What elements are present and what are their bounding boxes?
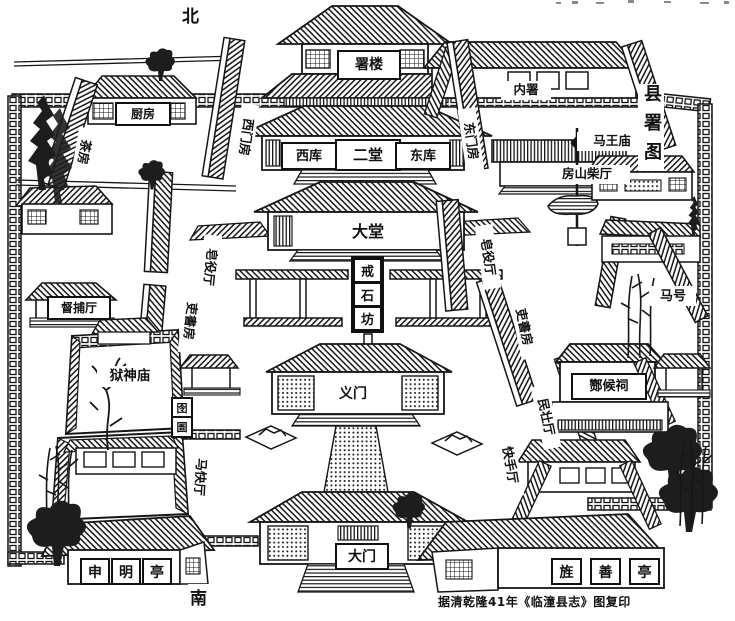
map-title: 县署图 [638,84,664,171]
jieshi-char-3: 坊 [355,308,380,329]
jieshi-char-1: 戒 [355,260,380,281]
label-jieshi-arch: 戒 石 坊 [351,256,384,333]
label-horse-king-temple: 马王庙 [577,132,647,151]
label-supervise-hall: 督捕厅 [47,296,111,320]
label-fangshan-hall: 房山柴厅 [544,165,630,184]
compass-north: 北 [180,2,201,27]
label-stable: 马号 [650,286,696,306]
west-gate-house-building [201,36,246,180]
label-yi-gate: 义门 [328,383,378,405]
label-shenming-char-2: 明 [111,558,141,585]
label-west-store: 西库 [281,142,337,170]
stable-compound [594,215,709,324]
label-prison-char-2: 圄 [171,416,193,438]
label-shenming-char-1: 申 [80,558,110,585]
pond [547,194,599,216]
label-inner-office: 内署 [501,81,551,100]
label-zanhou-shrine: 酂候祠 [571,373,647,400]
label-jingshan-char-3: 亭 [629,558,660,585]
label-main-gate: 大门 [335,543,389,570]
paved-path [323,425,389,493]
jingshan-pavilion-building [416,513,665,593]
label-prison-char-1: 囹 [171,397,193,419]
label-jingshan-char-2: 善 [590,558,621,585]
label-tower: 署楼 [337,50,401,80]
jieshi-char-2: 石 [355,284,380,305]
label-great-hall: 大堂 [337,219,399,245]
label-jingshan-char-1: 旌 [551,558,582,585]
small-pavilion-east [652,353,712,398]
label-kitchen: 厨房 [115,102,171,126]
small-house-west [14,185,114,235]
label-east-store: 东库 [395,142,451,170]
horse-courier-compound [50,430,190,522]
rockery-planter-east [431,431,483,456]
source-caption: 据清乾隆41年《临潼县志》图复印 [438,593,631,610]
small-pavilion-yi-west [178,354,241,396]
constable-hall-west-building [143,170,174,274]
constable-hall-east-building [435,198,469,312]
rockery-planter-west [245,425,297,450]
label-shenming-char-3: 亭 [142,558,172,585]
compass-south: 南 [188,584,209,609]
fasthand-hall-compound [508,439,662,531]
label-prison-temple: 狱神庙 [97,366,163,387]
yi-gate-building [265,343,453,493]
label-second-hall: 二堂 [335,139,401,171]
page-artifacts [556,0,729,4]
